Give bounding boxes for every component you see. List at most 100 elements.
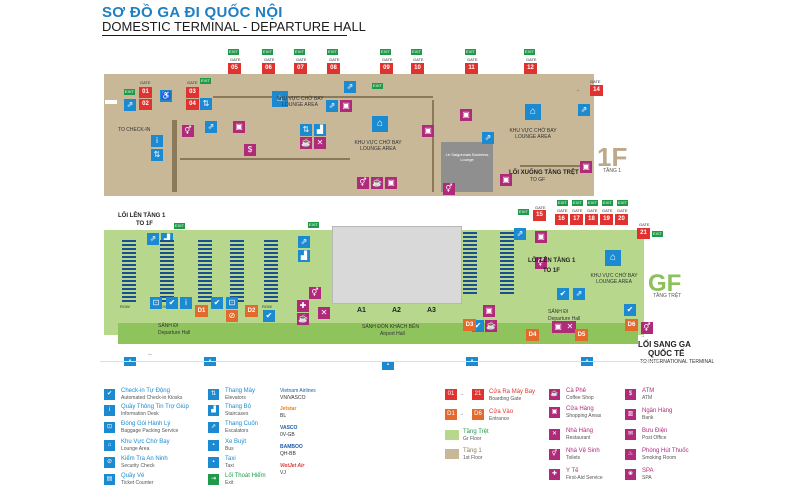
bus-icon: ▪ [208,440,219,451]
gate-02[interactable]: 02 [139,99,152,110]
legend-label-en: Automated Check-in Kiosks [121,395,183,401]
lounge-a-label: KHU VỰC CHỜ BAY LOUNGE AREA [270,96,330,108]
shop-icon: ▣ [340,100,352,112]
info-icon: i [104,405,115,416]
gate-caption: GATE [617,208,628,213]
check-in-area-a3[interactable]: A3 [427,307,436,314]
legend-label-en: Bus [225,446,234,452]
lounge-icon: ⌂ [272,91,288,107]
check-icon: ✔ [624,304,636,316]
legend-label: Kiểm Tra An Ninh [121,456,168,462]
gate-20[interactable]: 20 [615,214,628,225]
entrance-d5[interactable]: D5 [575,329,588,341]
entrance-d6[interactable]: D6 [625,319,638,331]
exit-sign: EXIT [587,200,598,206]
medical-icon: ✚ [549,469,560,480]
legend-label-en: First-Aid Service [566,475,603,481]
wall-1f-top [213,96,433,98]
gate-caption: GATE [187,80,198,85]
floor-sub-gf: TẦNG TRỆT [653,293,682,299]
legend-label: ATM [642,388,655,394]
exit-sign: EXIT [572,200,583,206]
gate-07[interactable]: 07 [294,63,307,74]
gate-17[interactable]: 17 [570,214,583,225]
legend-label: Thang Máy [225,388,256,394]
legend-label-en: Shopping Areas [566,413,602,419]
airline-code: BL [280,413,287,419]
baggage-icon: ⊡ [150,297,162,309]
wall-1f-mid [180,158,350,160]
elevator-icon: ⇅ [208,389,219,400]
stairs-icon: ▟ [298,250,310,262]
gate-caption: GATE [140,80,151,85]
gate-14[interactable]: 14 [590,85,603,96]
lounge-c-en: LOUNGE AREA [515,134,551,140]
gate-08[interactable]: 08 [327,63,340,74]
page-title-vietnamese: SƠ ĐỒ GA ĐI QUỐC NỘI [102,4,283,21]
wc-icon: ⚥ [182,125,194,137]
gate-06[interactable]: 06 [262,63,275,74]
gate-03[interactable]: 03 [186,87,199,98]
airline-code: QH-BB [280,451,296,457]
airline-name: BAMBOO [280,444,303,450]
restaurant-icon: ✕ [549,429,560,440]
shop-icon: ▣ [549,407,560,418]
check-in-row [122,240,136,302]
page-title-english: DOMESTIC TERMINAL - DEPARTURE HALL [102,19,366,34]
gate-05[interactable]: 05 [228,63,241,74]
entrance-d3[interactable]: D3 [463,319,476,331]
legend-label-en: Escalators [225,428,249,434]
gate-09[interactable]: 09 [380,63,393,74]
escalator-icon: ⇗ [578,104,590,116]
legend-label: Nhà Hàng [566,428,594,434]
stairs-icon: ▟ [314,124,326,136]
gate-10[interactable]: 10 [411,63,424,74]
gate-caption: GATE [602,208,613,213]
exit-sign: EXIT [617,200,628,206]
gate-icon: 21 [472,389,484,400]
to-international-line2: QUỐC TẾ [648,349,685,358]
gate-04[interactable]: 04 [186,99,199,110]
wc-icon: ⚥ [357,177,369,189]
arrow-icon: → [459,411,464,417]
wall-1f-right [432,100,434,192]
escalator-icon: ⇗ [573,288,585,300]
to-international-en: TO INTERNATIONAL TERMINAL [640,359,715,365]
gate-01[interactable]: 01 [139,87,152,98]
lounge-a-vi: KHU VỰC CHỜ BAY [276,96,324,102]
entrance-d1[interactable]: D1 [195,305,208,317]
gate-11[interactable]: 11 [465,63,478,74]
entrance-d4[interactable]: D4 [526,329,539,341]
gate-18[interactable]: 18 [585,214,598,225]
exit-sign: EXIT [372,83,383,89]
shop-icon: ▣ [233,121,245,133]
check-icon: ✔ [263,310,275,322]
check-in-area-a1[interactable]: A1 [357,307,366,314]
gate-12[interactable]: 12 [524,63,537,74]
airline-code: VJ [280,470,286,476]
legend-label-en: Post Office [642,435,667,441]
gate-15[interactable]: 15 [533,210,546,221]
restaurant-icon: ✕ [564,321,576,333]
legend-label: Cửa Hàng [566,406,594,412]
exit-sign: EXIT [262,49,273,55]
lounge-icon: ⌂ [525,104,541,120]
escalator-icon: ⇗ [482,132,494,144]
check-in-area-a2[interactable]: A2 [392,307,401,314]
entrance-d2[interactable]: D2 [245,305,258,317]
gate-caption: GATE [590,79,601,84]
security-icon: ⊘ [226,310,238,322]
gate-16[interactable]: 16 [555,214,568,225]
gate-19[interactable]: 19 [600,214,613,225]
legend-label: Nhà Vệ Sinh [566,448,600,454]
legend-label-en: Bank [642,415,654,421]
legend-label: Cửa Vào [489,409,514,415]
escalator-icon: ⇗ [205,121,217,133]
gate-21[interactable]: 21 [637,228,650,239]
shop-icon: ▣ [460,109,472,121]
elevator-icon: ⇅ [200,98,212,110]
legend-label-en: Elevators [225,395,246,401]
legend-label-en: 1st Floor [463,455,483,461]
legend-label: Thang Cuốn [225,421,259,427]
